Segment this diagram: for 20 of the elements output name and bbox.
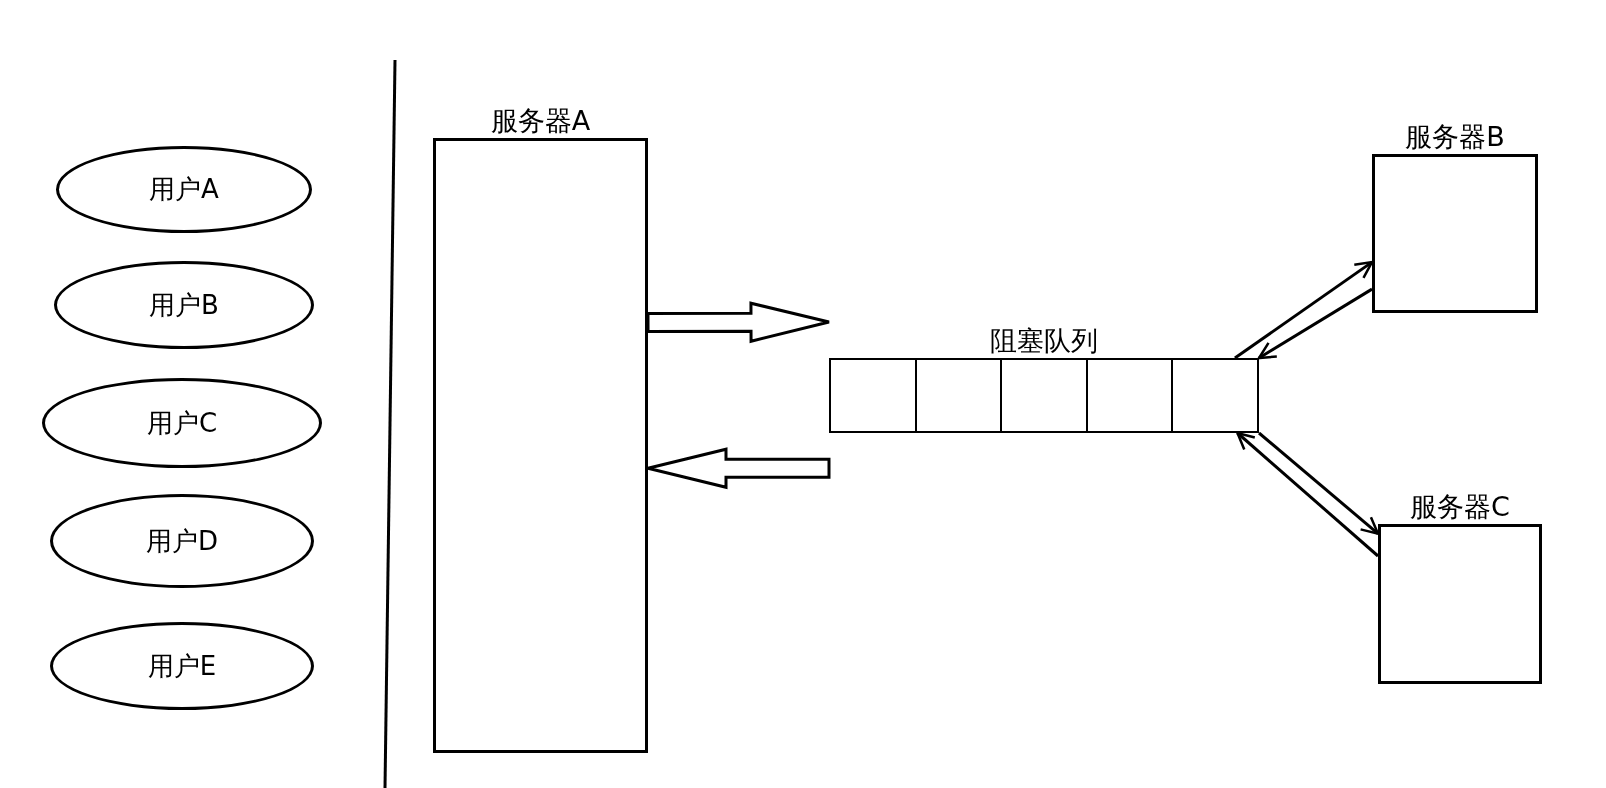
- block-arrow: [646, 301, 831, 344]
- server-label: 服务器B: [1405, 123, 1505, 150]
- user-label: 用户D: [146, 524, 218, 558]
- arrow: [1234, 260, 1374, 360]
- server-label: 服务器C: [1410, 493, 1510, 520]
- queue-slot: [915, 359, 1002, 432]
- user-label: 用户E: [147, 649, 217, 683]
- arrow: [1257, 287, 1373, 360]
- queue-slot: [830, 359, 916, 432]
- queue-slot: [1001, 359, 1087, 432]
- queue-label: 阻塞队列: [990, 327, 1098, 354]
- user-label: 用户A: [149, 173, 219, 206]
- arrow: [1236, 431, 1379, 558]
- queue-slot: [1086, 359, 1173, 432]
- user-label: 用户B: [149, 288, 219, 322]
- queue-slot: [1172, 359, 1258, 432]
- user-label: 用户C: [146, 406, 218, 440]
- server-label: 服务器A: [490, 107, 591, 134]
- arrow: [1258, 431, 1380, 535]
- block-arrow: [646, 447, 831, 490]
